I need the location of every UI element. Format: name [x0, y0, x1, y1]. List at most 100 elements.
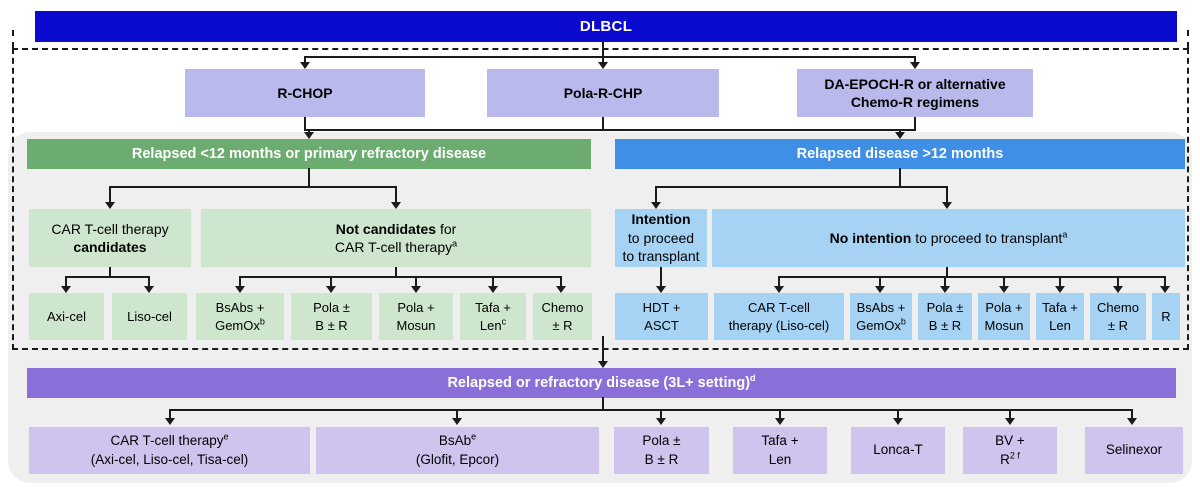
leaf-label: (Axi-cel, Liso-cel, Tisa-cel) [90, 451, 249, 467]
leaf-label: BV + [995, 433, 1025, 449]
connector-vline [1003, 276, 1005, 287]
leaf-pola-mosun: Pola + Mosun [379, 293, 453, 340]
connector-vline [602, 42, 604, 63]
leaf-pola-br: Pola ± B ± R [918, 293, 972, 340]
leaf-label: Pola ± [313, 300, 350, 316]
leaf-label: Len [479, 317, 502, 333]
leaf-pola-br: Pola ± B ± R [291, 293, 372, 340]
leaf-label: Pola ± [926, 300, 964, 316]
leaf-axi-cel: Axi-cel [29, 293, 104, 340]
box-label-bold: Intention [631, 211, 691, 228]
box-label-bold: No intention [829, 229, 912, 246]
arrowhead-down [875, 286, 885, 293]
footnote-sup: b [259, 316, 265, 327]
root-label: DLBCL [579, 18, 633, 35]
header-third-line: Relapsed or refractory disease (3L+ sett… [27, 368, 1176, 398]
connector-vline [944, 276, 946, 287]
arrowhead-down [656, 418, 666, 425]
leaf-label: Tafa + [761, 433, 799, 449]
arrowhead-down [893, 418, 903, 425]
connector-hline [778, 276, 1166, 278]
connector-vline [239, 276, 241, 287]
arrowhead-down [999, 286, 1009, 293]
footnote-sup: e [223, 431, 229, 442]
connector-vline [1009, 409, 1011, 420]
connector-vline [415, 276, 417, 287]
connector-vline [304, 56, 306, 63]
leaf-label: ± R [552, 317, 573, 333]
leaf-car-t-liso-cel: CAR T-cell therapy (Liso-cel) [714, 293, 844, 340]
leaf-label: Tafa + [475, 300, 511, 316]
leaf-label: Len [1049, 317, 1071, 333]
connector-vline [1059, 276, 1061, 287]
connector-hline [239, 276, 562, 278]
arrowhead-down [651, 202, 661, 209]
connector-hline [304, 129, 916, 131]
connector-vline [330, 276, 332, 287]
leaf-label: B ± R [644, 451, 679, 467]
leaf-label: (Glofit, Epcor) [415, 451, 500, 467]
box-label: for [436, 220, 457, 237]
arrowhead-down [61, 286, 71, 293]
header-early-relapse: Relapsed <12 months or primary refractor… [27, 139, 591, 169]
arrowhead-down [1127, 418, 1137, 425]
connector-vline [660, 267, 662, 288]
leaf-label: Axi-cel [46, 308, 86, 324]
leaf-chemo-r: Chemo ± R [533, 293, 592, 340]
arrowhead-down [391, 202, 401, 209]
leaf-label: CAR T-cell [748, 300, 810, 316]
connector-vline [914, 56, 916, 63]
box-label-bold: Not candidates [335, 220, 437, 237]
arrowhead-down [105, 202, 115, 209]
leaf-label: CAR T-cell therapy [110, 433, 224, 449]
connector-vline [65, 276, 67, 287]
leaf-label: Len [768, 451, 792, 467]
connector-vline [602, 117, 604, 131]
box-da-epoch-r: DA-EPOCH-R or alternative Chemo-R regime… [797, 69, 1033, 117]
leaf-label: Pola + [397, 300, 435, 316]
connector-vline [492, 276, 494, 287]
leaf-label: Selinexor [1105, 442, 1163, 458]
leaf-lonca-t: Lonca-T [851, 427, 945, 474]
box-intention-transplant: Intention to proceed to transplant [615, 209, 707, 267]
leaf-tafa-len: Tafa + Len [1036, 293, 1084, 340]
header-label: Relapsed or refractory disease (3L+ sett… [447, 375, 751, 391]
arrowhead-down [411, 286, 421, 293]
leaf-car-t-therapy-3l: CAR T-cell therapye (Axi-cel, Liso-cel, … [29, 427, 310, 474]
box-label: to proceed to transplant [911, 229, 1063, 246]
connector-vline [655, 186, 657, 203]
box-no-intention-transplant: No intention to proceed to transplanta [712, 209, 1185, 267]
arrowhead-down [598, 62, 608, 69]
arrowhead-down [235, 286, 245, 293]
leaf-label: Pola + [985, 300, 1023, 316]
leaf-bv-r2: BV + R2 f [963, 427, 1057, 474]
arrowhead-down [304, 132, 314, 139]
footnote-sup: a [1062, 229, 1068, 240]
arrowhead-down [165, 418, 175, 425]
arrowhead-down [1055, 286, 1065, 293]
connector-hline [65, 276, 150, 278]
header-label: Relapsed disease >12 months [796, 146, 1004, 162]
arrowhead-down [895, 132, 905, 139]
connector-vline [946, 267, 948, 278]
dashed-boundary [12, 48, 1189, 350]
header-late-relapse: Relapsed disease >12 months [615, 139, 1185, 169]
box-not-candidates: Not candidates for CAR T-cell therapya [201, 209, 591, 267]
connector-vline [946, 186, 948, 203]
leaf-label: GemOx [856, 317, 901, 333]
leaf-label: Tafa + [1042, 300, 1078, 316]
box-label: to proceed [627, 229, 695, 246]
arrowhead-down [1005, 418, 1015, 425]
connector-vline [1117, 276, 1119, 287]
box-label: DA-EPOCH-R or alternative [824, 75, 1006, 92]
leaf-label: therapy (Liso-cel) [728, 317, 830, 333]
leaf-label: Mosun [396, 317, 436, 333]
leaf-label: BsAbs + [856, 300, 906, 316]
box-r-chop: R-CHOP [185, 69, 425, 117]
arrowhead-down [1113, 286, 1123, 293]
leaf-liso-cel: Liso-cel [112, 293, 187, 340]
connector-hline [304, 56, 916, 58]
leaf-label: B ± R [928, 317, 962, 333]
connector-vline [308, 168, 310, 188]
arrowhead-down [452, 418, 462, 425]
